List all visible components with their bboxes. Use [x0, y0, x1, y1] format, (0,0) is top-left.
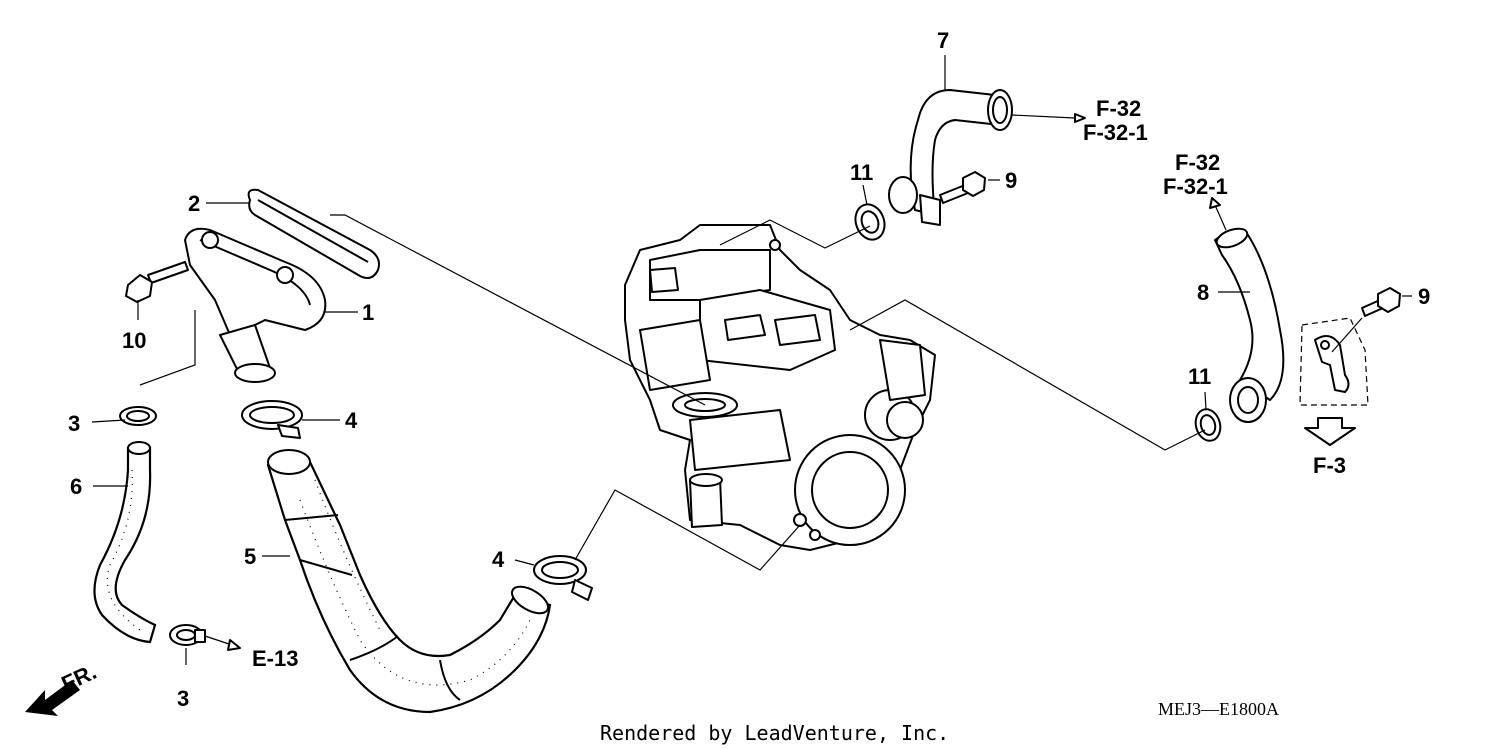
ref-top-f32: F-32	[1096, 96, 1141, 121]
ref-f3: F-3	[1313, 453, 1346, 478]
callout-9-upper: 9	[1005, 168, 1017, 193]
water-pipe-7	[888, 89, 1013, 226]
callout-3-upper: 3	[68, 411, 80, 436]
bracket-detail	[1299, 317, 1369, 446]
ref-top-f32-1: F-32-1	[1083, 120, 1148, 145]
ref-right-f32-1: F-32-1	[1163, 174, 1228, 199]
o-ring-11-right	[1194, 408, 1222, 442]
ref-right-f32: F-32	[1175, 150, 1220, 175]
bolt-9-upper	[939, 171, 986, 204]
callout-4-upper: 4	[345, 408, 358, 433]
callout-5: 5	[244, 544, 256, 569]
callout-9-right: 9	[1418, 284, 1430, 309]
hose-clamp-4-upper	[241, 400, 303, 439]
water-pipe-8	[1214, 227, 1285, 423]
credit-text: Rendered by LeadVenture, Inc.	[600, 721, 949, 745]
callout-10: 10	[122, 328, 146, 353]
engine-block	[624, 224, 936, 551]
callout-8: 8	[1197, 280, 1209, 305]
gasket	[247, 188, 380, 279]
callout-1: 1	[362, 300, 374, 325]
leader-lines	[91, 55, 1412, 665]
water-outlet	[184, 227, 327, 383]
diagram-code: MEJ3—E1800A	[1158, 699, 1279, 719]
callout-7: 7	[937, 28, 949, 53]
callout-3-lower: 3	[177, 686, 189, 711]
bolt-10	[125, 261, 189, 303]
large-hose-5	[266, 449, 552, 714]
callout-6: 6	[70, 474, 82, 499]
small-clamp-3-lower	[169, 624, 206, 646]
callout-4-lower: 4	[492, 547, 505, 572]
bolt-9-right	[1361, 287, 1401, 317]
small-hose-6	[93, 441, 157, 644]
callout-2: 2	[188, 191, 200, 216]
callout-11-right: 11	[1188, 364, 1211, 389]
callout-11-upper: 11	[850, 160, 873, 185]
hose-clamp-4-lower	[533, 555, 593, 601]
o-ring-11-upper	[854, 203, 886, 241]
front-arrow	[25, 680, 80, 716]
ref-e13: E-13	[252, 646, 298, 671]
small-clamp-3-upper	[119, 406, 157, 426]
